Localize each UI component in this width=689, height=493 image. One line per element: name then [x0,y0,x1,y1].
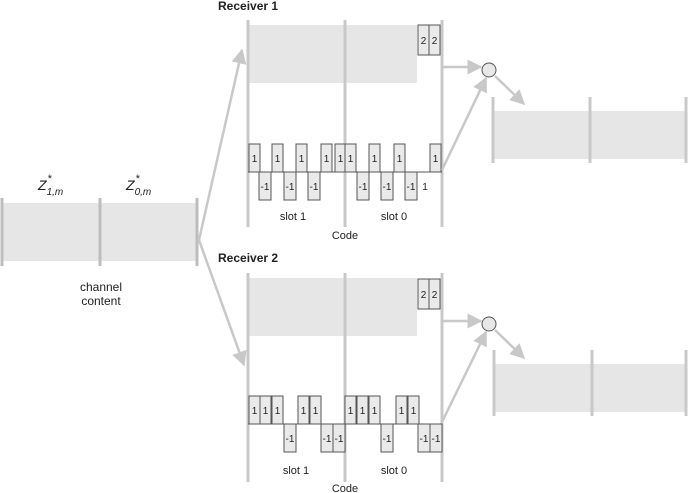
receiver1-code-lower: -1 -1 -1 -1 -1 -1 1 [258,171,428,201]
receiver2-code-lower-chip-value: -1 [432,434,441,445]
receiver1-code-upper-chip-value: 1 [275,154,281,165]
fork-arrow-receiver1 [197,48,247,241]
receiver1-code-lower-chip-value: -1 [286,182,295,193]
receiver2-title: Receiver 2 [218,251,278,265]
z0-label: Z0,m* [125,173,151,198]
receiver2-code-lower-chip-value: -1 [335,434,344,445]
receiver2-output-arrow [494,329,526,360]
receiver2-value-text: 2 [432,290,438,301]
receiver2-code-lower-chip-value: -1 [383,434,392,445]
receiver1-signal-block [248,25,417,83]
receiver1-code-lower-chip-value: -1 [383,182,392,193]
receiver2-code-lower-chip-value: -1 [420,434,429,445]
receiver2-code-label: Code [332,483,358,493]
channel-label-line1: channel [80,280,122,294]
receiver1-code-upper-chip-value: 1 [397,154,403,165]
receiver1-multiplier-node [481,62,497,78]
receiver1-code-upper-chip-value: 1 [348,154,354,165]
fork-arrow-receiver2 [197,239,247,367]
receiver1-code-upper-chip-value: 1 [338,154,344,165]
receiver2-code-upper-chip-value: 1 [348,406,354,417]
receiver2-code-lower-chip-value: -1 [323,434,332,445]
receiver1-value-text: 2 [421,36,427,47]
receiver2-code-upper-chip-value: 1 [399,406,405,417]
receiver1-code-upper-chip-value: 1 [299,154,305,165]
receiver2-code-upper-chip-value: 1 [411,406,417,417]
receiver2-value-box [428,278,441,310]
receiver2-value-text: 2 [421,290,427,301]
receiver1-code-upper-chip-value: 1 [324,154,330,165]
receiver1-title: Receiver 1 [218,0,278,13]
receiver2-code-arrow [440,330,488,423]
receiver1-value-text: 2 [432,36,438,47]
receiver2-slot1-label: slot 1 [283,465,309,477]
receiver2-output-block [494,364,686,412]
receiver1-slot0-label: slot 0 [381,211,407,223]
receiver1-value-box [428,24,441,56]
receiver1-code-lower-chip-value: -1 [359,182,368,193]
z1-label: Z1,m* [37,173,63,198]
receiver1-code-arrow [440,76,488,171]
receiver2-code-upper-chip-value: 1 [372,406,378,417]
receiver1-code-lower-chip-value: -1 [407,182,416,193]
channel-section: Z1,m* Z0,m* channel content [0,48,247,367]
receiver2-code-upper-chip-value: 1 [275,406,281,417]
receiver1-code-lower-chip-value: 1 [422,182,428,193]
receiver2-code-upper-chip-value: 1 [263,406,269,417]
receiver1-code-label: Code [332,230,358,242]
receiver1-output-arrow [494,75,526,106]
receiver1-code-upper-chip-value: 1 [252,154,258,165]
channel-label-line2: content [81,294,121,308]
receiver2-code-upper-chip-value: 1 [301,406,307,417]
receiver1-code-lower-chip-value: -1 [310,182,319,193]
receiver1-code-lower-chip-value: -1 [261,182,270,193]
receiver2-slot0-label: slot 0 [381,465,407,477]
receiver2-code-upper-chip-value: 1 [313,406,319,417]
receiver2-code-lower: -1-1-1-1-1-1 [283,423,443,453]
receiver1-code-upper-chip-value: 1 [372,154,378,165]
receiver1-slot1-label: slot 1 [280,211,306,223]
receiver2-code-upper-chip-value: 1 [360,406,366,417]
receiver2-code-upper-chip-value: 1 [252,406,258,417]
receiver1-code-upper-chip-value: 1 [433,154,439,165]
receiver2-multiplier-node [481,316,497,332]
receiver2-signal-block [248,278,417,336]
receiver2-code-lower-chip-value: -1 [286,434,295,445]
